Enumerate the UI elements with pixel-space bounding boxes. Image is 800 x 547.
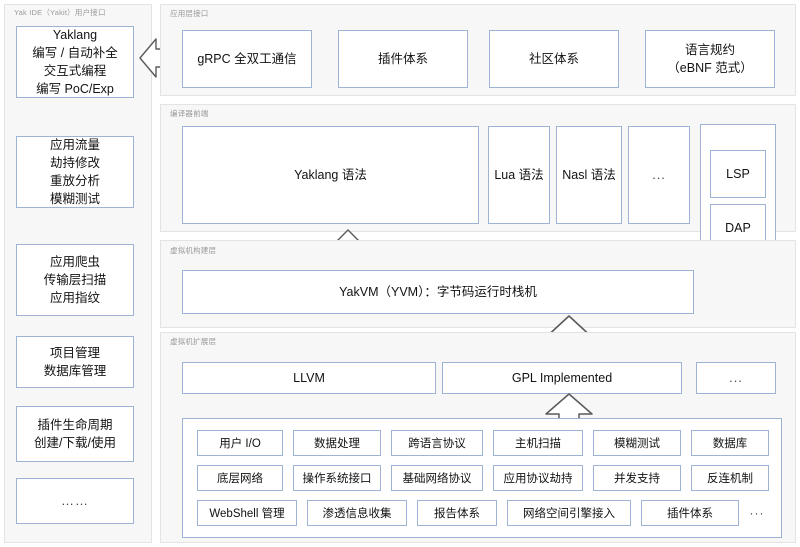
app-box-plugin-system[interactable]: 插件体系	[338, 30, 468, 88]
cap-low-level-network[interactable]: 底层网络	[197, 465, 283, 491]
cap-database[interactable]: 数据库	[691, 430, 769, 456]
ext-box-llvm[interactable]: LLVM	[182, 362, 436, 394]
ext-box-more[interactable]: ...	[696, 362, 776, 394]
cf-box-more-grammar[interactable]: ...	[628, 126, 690, 224]
cap-app-protocol-hijack[interactable]: 应用协议劫持	[493, 465, 583, 491]
cap-webshell-management[interactable]: WebShell 管理	[197, 500, 297, 526]
cap-more-dots: ···	[749, 506, 765, 520]
app-layer-label: 应用层接口	[170, 9, 209, 18]
left-box-yaklang-authoring[interactable]: Yaklang 编写 / 自动补全 交互式编程 编写 PoC/Exp	[16, 26, 134, 98]
cap-cyberspace-engine[interactable]: 网络空间引擎接入	[507, 500, 631, 526]
user-interface-panel-label: Yak IDE（Yakit）用户接口	[14, 8, 106, 17]
left-box-crawler-scan[interactable]: 应用爬虫 传输层扫描 应用指纹	[16, 244, 134, 316]
cap-concurrency-support[interactable]: 并发支持	[593, 465, 681, 491]
cap-basic-network-protocol[interactable]: 基础网络协议	[391, 465, 483, 491]
cap-os-interface[interactable]: 操作系统接口	[293, 465, 381, 491]
app-box-grpc[interactable]: gRPC 全双工通信	[182, 30, 312, 88]
vm-build-layer-label: 虚拟机构建层	[170, 246, 217, 255]
left-box-project-db[interactable]: 项目管理 数据库管理	[16, 336, 134, 388]
capability-grid-frame: 用户 I/O 数据处理 跨语言协议 主机扫描 模糊测试 数据库 底层网络 操作系…	[182, 418, 782, 538]
app-box-language-spec[interactable]: 语言规约 （eBNF 范式）	[645, 30, 775, 88]
vm-box-yakvm[interactable]: YakVM（YVM）：字节码运行时栈机	[182, 270, 694, 314]
cf-box-nasl-grammar[interactable]: Nasl 语法	[556, 126, 622, 224]
cap-report-system[interactable]: 报告体系	[417, 500, 497, 526]
cap-plugin-system[interactable]: 插件体系	[641, 500, 739, 526]
compiler-frontend-label: 编译器前端	[170, 109, 209, 118]
cf-box-yaklang-grammar[interactable]: Yaklang 语法	[182, 126, 479, 224]
cap-data-processing[interactable]: 数据处理	[293, 430, 381, 456]
ext-box-gpl-implemented[interactable]: GPL Implemented	[442, 362, 682, 394]
left-box-traffic-hijack[interactable]: 应用流量 劫持修改 重放分析 模糊测试	[16, 136, 134, 208]
cap-cross-language-protocol[interactable]: 跨语言协议	[391, 430, 483, 456]
cap-pentest-info-gathering[interactable]: 渗透信息收集	[307, 500, 407, 526]
left-box-more[interactable]: ……	[16, 478, 134, 524]
cap-user-io[interactable]: 用户 I/O	[197, 430, 283, 456]
vm-extension-layer-label: 虚拟机扩展层	[170, 337, 217, 346]
tooling-box-lsp[interactable]: LSP	[710, 150, 766, 198]
cap-reverse-connect[interactable]: 反连机制	[691, 465, 769, 491]
cf-box-lua-grammar[interactable]: Lua 语法	[488, 126, 550, 224]
cap-fuzz-test[interactable]: 模糊测试	[593, 430, 681, 456]
cap-host-scan[interactable]: 主机扫描	[493, 430, 583, 456]
app-box-community-system[interactable]: 社区体系	[489, 30, 619, 88]
left-box-plugin-lifecycle[interactable]: 插件生命周期 创建/下载/使用	[16, 406, 134, 462]
